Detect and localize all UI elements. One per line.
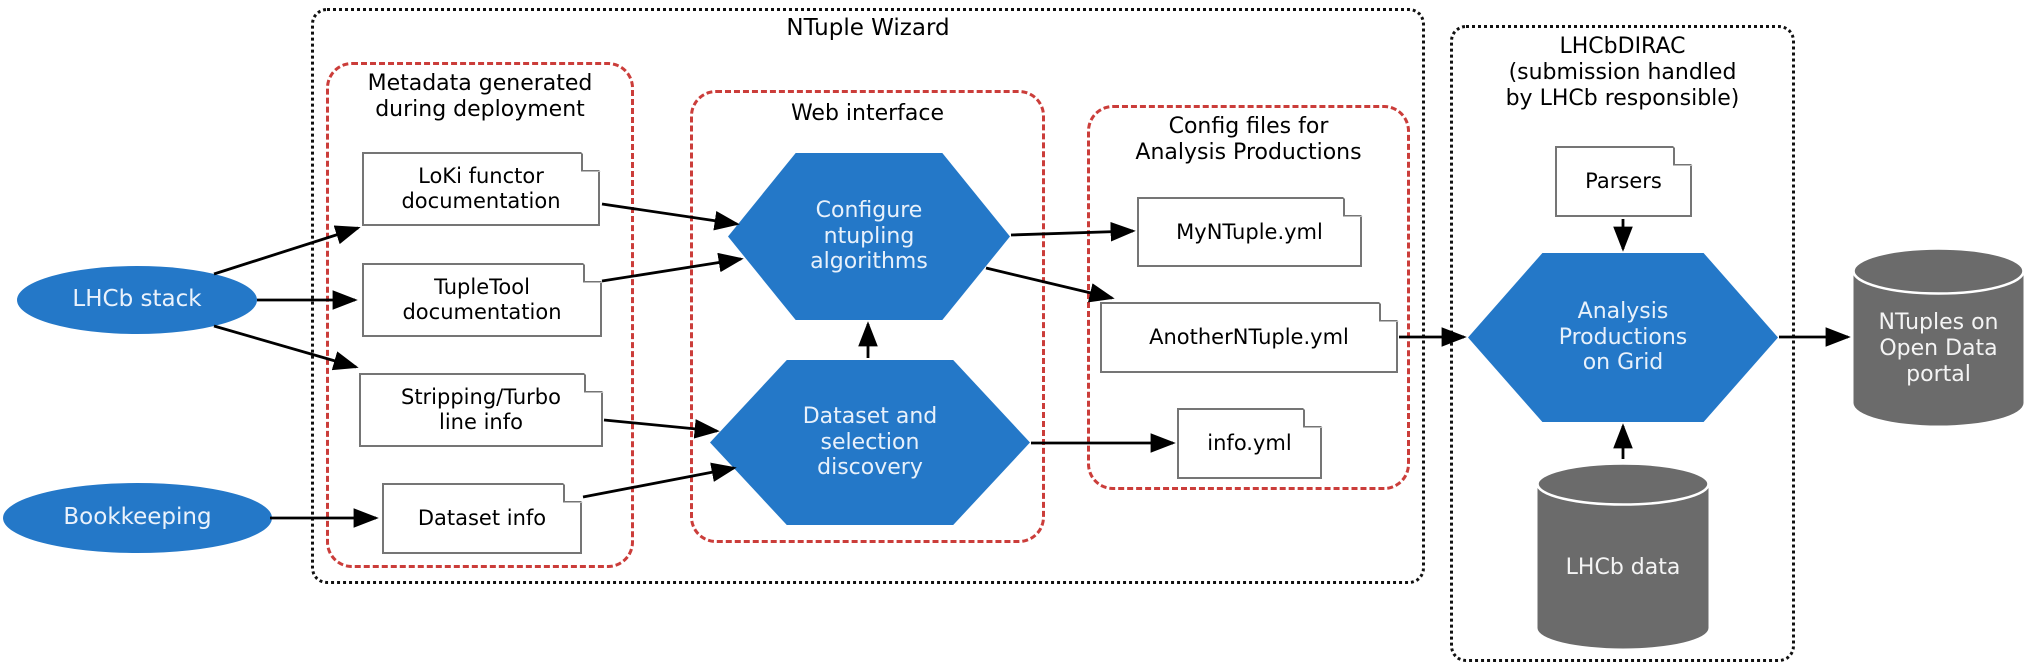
node-dataset-discovery: Dataset and selection discovery — [710, 360, 1030, 525]
node-bookkeeping-label: Bookkeeping — [63, 504, 212, 531]
node-dataset-info: Dataset info — [382, 482, 583, 554]
group-ntuple-wizard: NTuple Wizard — [311, 8, 1425, 584]
node-parsers-label: Parsers — [1585, 169, 1662, 194]
cylinder-shape — [1536, 462, 1710, 649]
node-stripping-doc-label: Stripping/Turbo line info — [400, 385, 561, 434]
node-stripping-doc: Stripping/Turbo line info — [359, 372, 604, 447]
node-bookkeeping: Bookkeeping — [3, 483, 272, 553]
node-myntuple-yml: MyNTuple.yml — [1137, 196, 1363, 267]
node-dataset-discovery-label: Dataset and selection discovery — [802, 403, 938, 481]
cylinder-shape — [1852, 247, 2025, 426]
node-dataset-info-label: Dataset info — [417, 506, 547, 531]
node-lhcb-data: LHCb data — [1536, 462, 1710, 650]
node-lhcb-stack-label: LHCb stack — [72, 286, 202, 313]
node-anotherntuple-yml: AnotherNTuple.yml — [1100, 301, 1399, 373]
group-title-ntuple-wizard: NTuple Wizard — [786, 15, 950, 41]
node-info-yml: info.yml — [1177, 407, 1323, 479]
node-ntuples-portal: NTuples on Open Data portal — [1852, 247, 2025, 427]
node-anotherntuple-yml-label: AnotherNTuple.yml — [1149, 325, 1349, 350]
node-configure-ntupling-label: Configure ntupling algorithms — [810, 197, 928, 275]
node-info-yml-label: info.yml — [1207, 431, 1292, 456]
group-title-config-files: Config files for Analysis Productions — [1135, 114, 1362, 165]
group-title-lhcbdirac: LHCbDIRAC (submission handled by LHCb re… — [1505, 34, 1740, 111]
node-lhcb-data-label: LHCb data — [1565, 555, 1681, 581]
node-loki-doc-label: LoKi functor documentation — [401, 164, 561, 213]
group-metadata: Metadata generated during deployment — [326, 62, 634, 568]
node-loki-doc: LoKi functor documentation — [362, 151, 601, 226]
node-analysis-productions-label: Analysis Productions on Grid — [1558, 298, 1688, 376]
node-ntuples-portal-label: NTuples on Open Data portal — [1878, 310, 1999, 388]
group-config-files: Config files for Analysis Productions — [1087, 105, 1410, 490]
group-web-interface: Web interface — [690, 90, 1045, 543]
node-tupletool-doc-label: TupleTool documentation — [402, 275, 562, 324]
node-analysis-productions: Analysis Productions on Grid — [1468, 253, 1778, 422]
group-title-metadata: Metadata generated during deployment — [367, 71, 593, 122]
group-title-web-interface: Web interface — [790, 101, 945, 126]
node-tupletool-doc: TupleTool documentation — [362, 262, 603, 337]
node-parsers: Parsers — [1555, 145, 1693, 217]
node-configure-ntupling: Configure ntupling algorithms — [728, 153, 1010, 320]
node-myntuple-yml-label: MyNTuple.yml — [1176, 219, 1323, 244]
node-lhcb-stack: LHCb stack — [17, 266, 257, 334]
